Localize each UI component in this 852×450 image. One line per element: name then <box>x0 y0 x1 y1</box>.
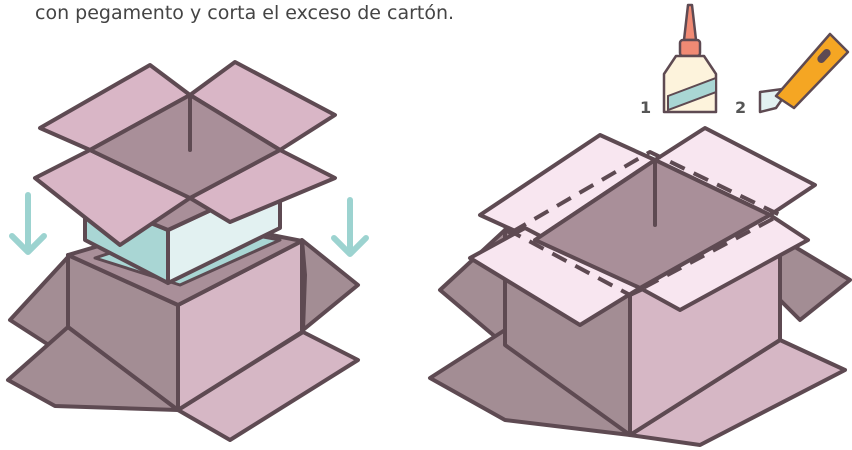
glue-bottle-icon <box>662 3 718 114</box>
inner-box-flaps <box>33 60 337 247</box>
right-box-assembly: 1 2 <box>428 3 852 447</box>
arrow-down-icon <box>9 192 47 255</box>
instruction-text: con pegamento y corta el exceso de cartó… <box>35 2 455 24</box>
left-box-assembly <box>6 60 369 442</box>
box-top-opening <box>533 158 772 290</box>
step-number-2: 2 <box>735 98 746 117</box>
box-cutter-icon <box>758 32 850 114</box>
glued-flaps <box>468 126 817 327</box>
inner-box-top-opening <box>88 93 282 200</box>
arrow-down-icon <box>331 197 369 257</box>
cut-line <box>510 150 782 297</box>
step-number-1: 1 <box>640 98 651 117</box>
